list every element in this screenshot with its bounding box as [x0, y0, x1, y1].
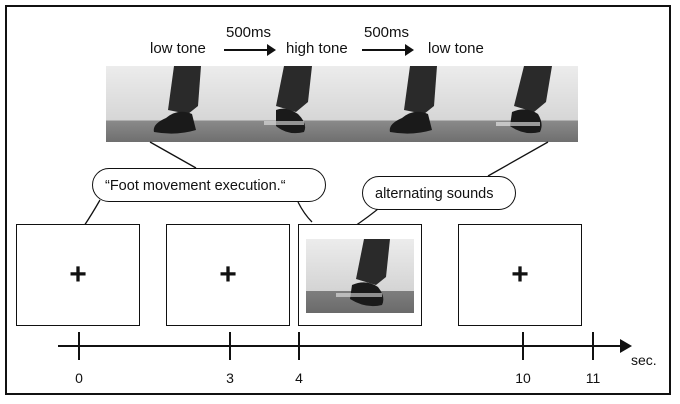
figure-frame [5, 5, 671, 395]
fixation-cross-2: + [219, 258, 237, 291]
tick-3 [229, 332, 231, 360]
time-axis [58, 339, 632, 353]
tick-10 [522, 332, 524, 360]
fixation-cross-3: + [511, 258, 529, 291]
foot-frame-4 [460, 66, 578, 142]
tick-label-4: 4 [295, 370, 303, 386]
tick-label-11: 11 [585, 370, 601, 386]
fixation-box-3: + [458, 224, 582, 326]
arrow-1 [224, 44, 276, 56]
fixation-cross-1: + [69, 258, 87, 291]
foot-frame-3 [342, 66, 460, 142]
movement-photo-box [298, 224, 422, 326]
foot-movement-photo-strip [106, 66, 578, 142]
sounds-speech-bubble: alternating sounds [362, 176, 516, 210]
tick-0 [78, 332, 80, 360]
foot-frame-2 [224, 66, 342, 142]
instruction-speech-bubble: “Foot movement execution.“ [92, 168, 326, 202]
fixation-box-2: + [166, 224, 290, 326]
fixation-box-1: + [16, 224, 140, 326]
high-tone-label: high tone [286, 40, 348, 57]
foot-frame-1 [106, 66, 224, 142]
instruction-text: “Foot movement execution.“ [105, 178, 286, 194]
low-tone-label-2: low tone [428, 40, 484, 57]
time-unit-label: sec. [631, 352, 657, 368]
tick-label-3: 3 [226, 370, 234, 386]
tick-label-10: 10 [515, 370, 531, 386]
delay-label-2: 500ms [364, 24, 410, 41]
low-tone-label-1: low tone [150, 40, 206, 57]
tick-11 [592, 332, 594, 360]
arrow-2 [362, 44, 414, 56]
foot-photo [306, 239, 414, 313]
delay-label-1: 500ms [226, 24, 272, 41]
sounds-text: alternating sounds [375, 186, 494, 202]
tick-label-0: 0 [75, 370, 83, 386]
tick-4 [298, 332, 300, 360]
